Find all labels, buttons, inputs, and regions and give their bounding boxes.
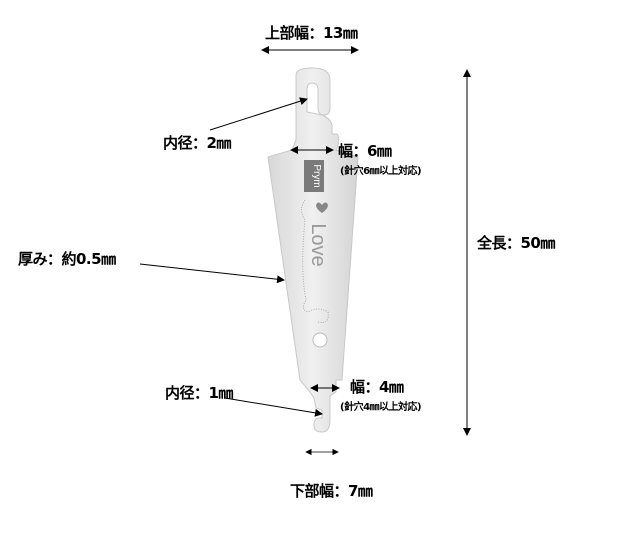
heart-icon <box>316 202 328 213</box>
thickness-label: 厚み：約0.5㎜ <box>18 250 116 268</box>
top-width-label: 上部幅：13㎜ <box>265 24 358 42</box>
love-text: Love <box>307 223 329 266</box>
width-bottom-note: (針穴4㎜以上対応) <box>340 402 422 413</box>
needle-threader-tool: Prym Love <box>267 67 359 433</box>
svg-text:Prym: Prym <box>311 164 322 187</box>
width-bottom-label: 幅：4㎜ <box>350 378 404 396</box>
hole <box>312 332 328 348</box>
inner-diameter-bottom-label: 内径：1㎜ <box>165 384 233 402</box>
heart-decoration <box>301 199 329 323</box>
inner-top-pointer <box>209 97 308 131</box>
bottom-width-label: 下部幅：7㎜ <box>290 482 373 500</box>
width-top-label: 幅：6㎜ <box>338 142 392 160</box>
total-length-label: 全長：50㎜ <box>477 234 555 252</box>
thickness-pointer <box>139 263 285 284</box>
width-top-note: (針穴6㎜以上対応) <box>340 166 422 177</box>
prym-logo <box>304 160 324 192</box>
inner-diameter-top-label: 内径：2㎜ <box>163 134 231 152</box>
inner-bottom-pointer <box>224 397 323 417</box>
